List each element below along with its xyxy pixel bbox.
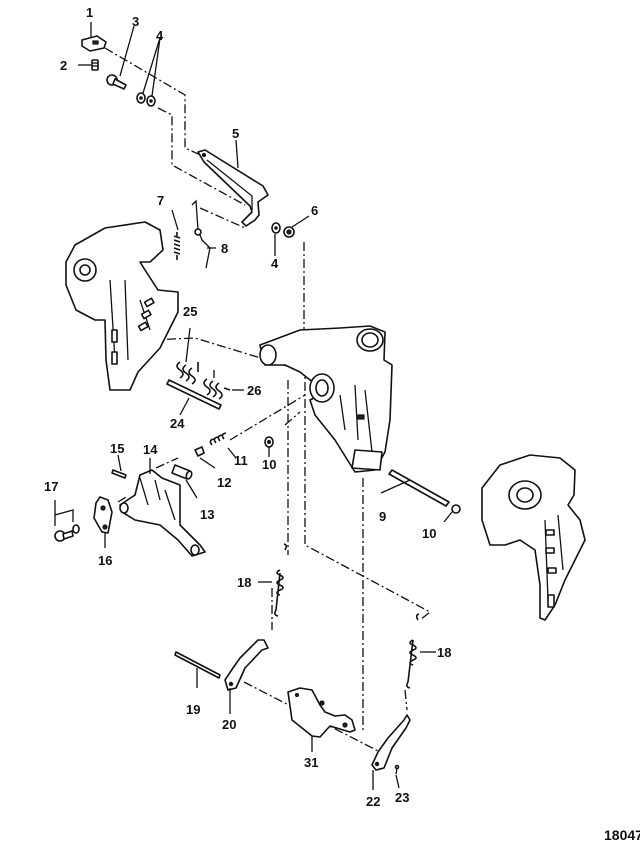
callout-5: 5	[232, 126, 239, 141]
part-8-wire-link	[191, 199, 211, 269]
part-17-screw	[54, 524, 80, 542]
part-6-nut	[283, 226, 295, 238]
part-12-plunger	[194, 446, 205, 457]
part-18-spring-right	[406, 613, 420, 689]
callout-12: 12	[217, 475, 231, 490]
callout-25: 25	[183, 304, 197, 319]
callout-11: 11	[234, 453, 248, 468]
callout-1: 1	[86, 5, 93, 20]
part-13-sleeve	[171, 464, 193, 480]
part-16-plate	[93, 496, 113, 534]
part-18-spring-left	[274, 543, 288, 617]
part-9-rod	[388, 469, 450, 507]
part-3-bolt	[106, 74, 127, 90]
part-24-pin	[166, 379, 222, 410]
callout-4: 4	[156, 28, 164, 43]
right-clamp-bracket	[481, 454, 586, 621]
left-clamp-bracket	[65, 221, 179, 391]
part-19-pin	[174, 651, 221, 679]
callout-22: 22	[366, 794, 380, 809]
callout-31: 31	[304, 755, 318, 770]
callout-10: 10	[262, 457, 276, 472]
reference-number: 18047	[604, 827, 640, 843]
callout-23: 23	[395, 790, 409, 805]
callout-labels: 1 2 3 4 4 5 6 7 8 9 10 10 11 12 13 14 15…	[44, 5, 451, 809]
part-22-lever	[371, 714, 411, 771]
part-4-washer-single	[271, 222, 281, 234]
callout-19: 19	[186, 702, 200, 717]
callout-2: 2	[60, 58, 67, 73]
part-10-nut-right	[451, 504, 461, 514]
callout-26: 26	[247, 383, 261, 398]
callout-9: 9	[379, 509, 386, 524]
callout-6: 6	[311, 203, 318, 218]
callout-18: 18	[437, 645, 451, 660]
leader-lines	[54, 22, 453, 790]
part-2-screw	[91, 59, 99, 71]
callout-4: 4	[271, 256, 279, 271]
part-5-bracket	[197, 149, 269, 227]
part-23-cotter-pin	[394, 764, 400, 775]
callout-14: 14	[143, 442, 158, 457]
callout-18: 18	[237, 575, 251, 590]
callout-24: 24	[170, 416, 185, 431]
callout-17: 17	[44, 479, 58, 494]
callout-8: 8	[221, 241, 228, 256]
center-swivel-bracket	[259, 325, 393, 473]
part-14-tilt-lever	[119, 469, 206, 557]
part-20-lever	[224, 639, 269, 691]
callout-13: 13	[200, 507, 214, 522]
callout-10: 10	[422, 526, 436, 541]
part-26-spring	[203, 370, 231, 400]
part-15-pin	[111, 469, 127, 479]
part-1-clip	[81, 35, 107, 52]
callout-3: 3	[132, 14, 139, 29]
part-25-spring	[176, 361, 199, 385]
part-7-spring	[173, 232, 181, 260]
part-11-spring	[209, 432, 227, 446]
callout-16: 16	[98, 553, 112, 568]
callout-7: 7	[157, 193, 164, 208]
part-10-nut-upper	[264, 436, 274, 448]
part-4-washers	[136, 92, 156, 107]
callout-20: 20	[222, 717, 236, 732]
callout-15: 15	[110, 441, 124, 456]
part-31-link-bracket	[287, 687, 356, 738]
